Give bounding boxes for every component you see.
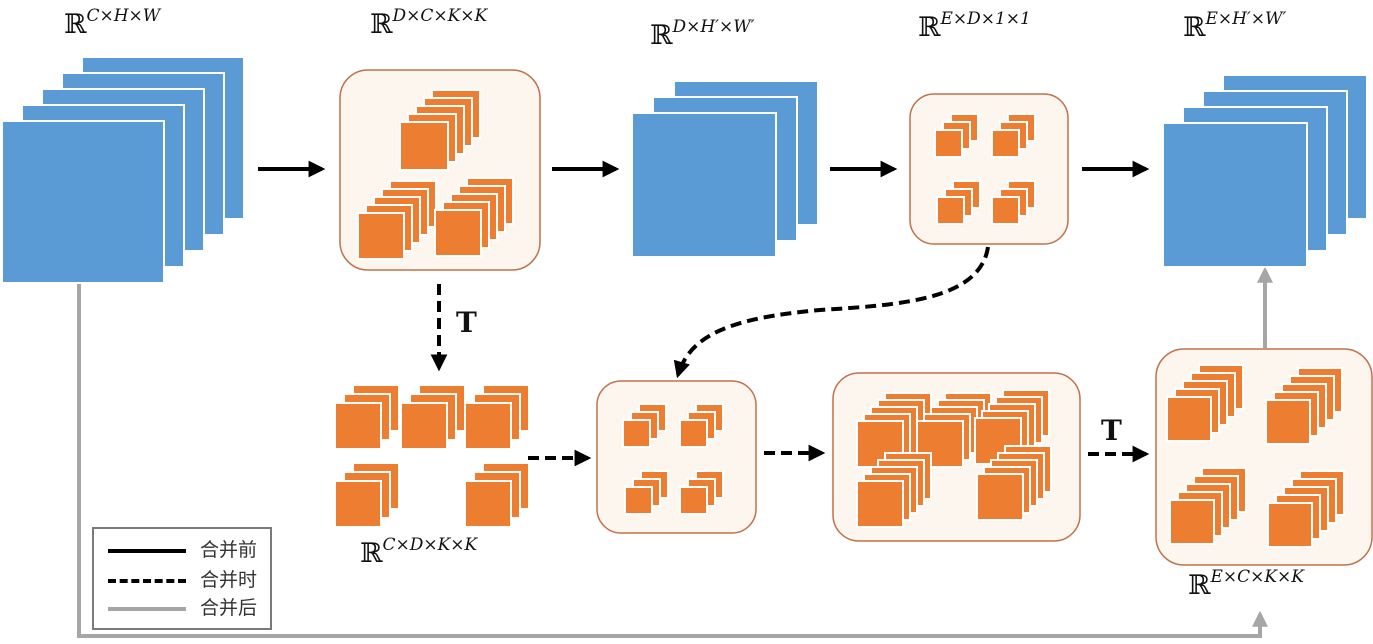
mid-shape-dims: D×H′×W′ bbox=[672, 17, 755, 37]
input-feature-stack bbox=[1, 56, 245, 284]
input-shape-dims: C×H×W bbox=[86, 6, 161, 26]
legend-solid-line bbox=[108, 549, 186, 553]
blackboard-r: ℝ bbox=[1188, 570, 1211, 601]
kernel-square bbox=[856, 480, 904, 528]
output-shape-dims: E×H′×W′ bbox=[1205, 9, 1287, 29]
legend-during-label: 合并时 bbox=[200, 569, 258, 591]
conv-kernel-group bbox=[357, 89, 514, 260]
transposed-shape-dims: C×D×K×K bbox=[382, 535, 478, 555]
legend-dashed-line bbox=[108, 579, 186, 583]
kernel-square bbox=[464, 402, 512, 450]
blackboard-r: ℝ bbox=[918, 12, 941, 43]
merged-shape-dims: E×C×K×K bbox=[1210, 567, 1305, 587]
mid-shape-label: ℝD×H′×W′ bbox=[650, 19, 755, 51]
legend-before-label: 合并前 bbox=[200, 539, 258, 561]
merged-shape-label: ℝE×C×K×K bbox=[1188, 569, 1304, 601]
pointwise-shape-dims: E×D×1×1 bbox=[940, 9, 1031, 29]
kernel-square bbox=[679, 419, 708, 448]
kernel-square bbox=[976, 473, 1024, 521]
legend-item-before: 合并前 bbox=[108, 539, 268, 561]
blackboard-r: ℝ bbox=[1183, 12, 1206, 43]
pointwise-shape-label: ℝE×D×1×1 bbox=[918, 11, 1031, 43]
transpose-mark-1: T bbox=[456, 306, 477, 339]
kernel-square bbox=[1169, 499, 1215, 545]
kernel-square bbox=[334, 402, 382, 450]
blackboard-r: ℝ bbox=[360, 538, 383, 569]
feature-map bbox=[1, 120, 165, 284]
kernel-square bbox=[679, 486, 708, 515]
blackboard-r: ℝ bbox=[64, 9, 87, 40]
pointwise-copy-box bbox=[596, 380, 757, 534]
kernel-square bbox=[399, 121, 449, 171]
weight-shape-label: ℝD×C×K×K bbox=[370, 8, 487, 40]
kernel-square bbox=[1166, 396, 1212, 442]
after-merge-path bbox=[77, 266, 1273, 638]
legend: 合并前 合并时 合并后 bbox=[92, 527, 272, 630]
kernel-square bbox=[334, 480, 382, 528]
blackboard-r: ℝ bbox=[650, 20, 673, 51]
kernel-square bbox=[357, 212, 405, 260]
input-shape-label: ℝC×H×W bbox=[64, 8, 160, 40]
blackboard-r: ℝ bbox=[370, 9, 393, 40]
kernel-square bbox=[936, 196, 965, 225]
legend-gray-line bbox=[108, 607, 186, 611]
output-feature-stack bbox=[1162, 74, 1368, 268]
kernel-square bbox=[464, 480, 512, 528]
kernel-square bbox=[624, 486, 653, 515]
legend-item-after: 合并后 bbox=[108, 597, 268, 619]
kernel-square bbox=[934, 129, 963, 158]
feature-map bbox=[631, 112, 777, 258]
during-merge-arrows bbox=[430, 246, 1150, 467]
feature-map bbox=[1162, 122, 1308, 268]
kernel-square bbox=[1265, 399, 1311, 445]
kernel-square bbox=[991, 196, 1020, 225]
transposed-shape-label: ℝC×D×K×K bbox=[360, 537, 477, 569]
transposed-kernel-group bbox=[334, 384, 530, 528]
output-shape-label: ℝE×H′×W′ bbox=[1183, 11, 1286, 43]
merged-kernel-group bbox=[1166, 364, 1345, 548]
kernel-square bbox=[434, 209, 482, 257]
kernel-square bbox=[400, 402, 448, 450]
legend-after-label: 合并后 bbox=[200, 597, 258, 619]
pointwise-kernel-box bbox=[909, 93, 1069, 245]
kernel-square bbox=[1267, 502, 1313, 548]
transpose-mark-2: T bbox=[1101, 414, 1122, 447]
kernel-square bbox=[622, 419, 651, 448]
pointwise-copy-kernel-group bbox=[622, 403, 724, 515]
kernel-square bbox=[991, 129, 1020, 158]
legend-item-during: 合并时 bbox=[108, 569, 268, 591]
intermediate-feature-stack bbox=[631, 80, 819, 258]
combined-kernel-group bbox=[856, 389, 1052, 528]
pointwise-kernel-group bbox=[934, 113, 1036, 225]
weight-shape-dims: D×C×K×K bbox=[392, 6, 488, 26]
